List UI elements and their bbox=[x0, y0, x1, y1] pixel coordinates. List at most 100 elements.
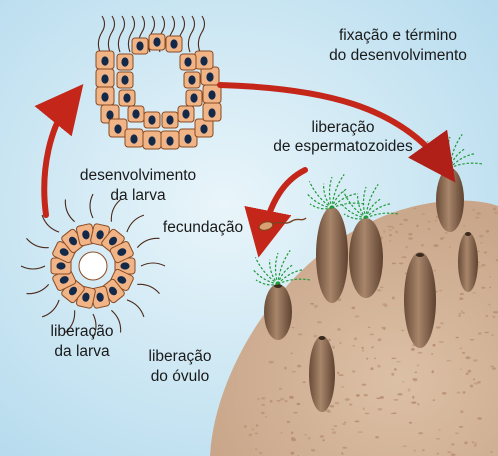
rock-speckle bbox=[462, 352, 465, 354]
rock-speckle bbox=[292, 327, 295, 328]
rock-speckle bbox=[378, 338, 382, 341]
label-larva-release-line2: da larva bbox=[54, 343, 110, 360]
rock-speckle bbox=[397, 393, 402, 395]
sponge-right bbox=[458, 232, 478, 292]
rock-speckle bbox=[477, 417, 482, 420]
rock-speckle bbox=[308, 437, 311, 440]
rock-speckle bbox=[377, 365, 380, 368]
larva-cell bbox=[178, 106, 194, 122]
rock-speckle bbox=[433, 244, 438, 247]
sponge-newly-fixed bbox=[436, 168, 464, 232]
rock-speckle bbox=[493, 208, 496, 211]
sponge-osculum bbox=[416, 253, 424, 257]
rock-speckle bbox=[285, 400, 288, 402]
larva-cell bbox=[144, 112, 160, 128]
rock-speckle bbox=[409, 422, 412, 424]
rock-speckle bbox=[417, 403, 419, 406]
rock-speckle bbox=[392, 227, 395, 229]
rock-speckle bbox=[460, 293, 464, 295]
rock-speckle bbox=[380, 396, 384, 399]
rock-speckle bbox=[458, 314, 460, 317]
rock-speckle bbox=[331, 429, 335, 430]
larva-cell bbox=[143, 131, 161, 149]
rock-speckle bbox=[440, 322, 444, 324]
rock-speckle bbox=[442, 392, 447, 395]
rock-speckle bbox=[249, 434, 253, 437]
label-egg-release-line1: liberação bbox=[149, 348, 212, 365]
rock-speckle bbox=[291, 353, 293, 355]
rock-speckle bbox=[304, 434, 307, 436]
rock-speckle bbox=[402, 445, 407, 447]
label-larva-development-line1: desenvolvimento bbox=[80, 167, 196, 184]
rock-speckle bbox=[362, 350, 364, 352]
rock-speckle bbox=[433, 344, 436, 347]
rock-speckle bbox=[414, 372, 417, 374]
rock-speckle bbox=[375, 436, 379, 438]
rock-speckle bbox=[408, 237, 413, 239]
rock-speckle bbox=[446, 360, 451, 361]
rock-speckle bbox=[291, 438, 296, 441]
rock-speckle bbox=[370, 367, 373, 370]
rock-speckle bbox=[421, 213, 425, 214]
rock-speckle bbox=[391, 373, 394, 376]
rock-speckle bbox=[292, 371, 297, 372]
rock-speckle bbox=[472, 441, 475, 444]
rock-speckle bbox=[261, 412, 265, 414]
rock-speckle bbox=[387, 226, 390, 227]
rock-speckle bbox=[472, 292, 476, 294]
rock-speckle bbox=[493, 316, 496, 318]
larva-cell bbox=[161, 131, 179, 149]
larva-cell bbox=[203, 103, 221, 121]
rock-speckle bbox=[435, 220, 437, 222]
rock-speckle bbox=[399, 223, 403, 225]
rock-speckle bbox=[394, 368, 397, 371]
rock-speckle bbox=[464, 441, 467, 444]
rock-speckle bbox=[365, 413, 370, 414]
rock-speckle bbox=[428, 228, 431, 230]
rock-speckle bbox=[377, 408, 382, 411]
rock-speckle bbox=[257, 398, 260, 400]
rock-speckle bbox=[297, 365, 301, 368]
rock-speckle bbox=[455, 337, 459, 339]
larva-cell bbox=[132, 38, 148, 54]
rock-speckle bbox=[330, 405, 334, 408]
rock-speckle bbox=[449, 247, 451, 248]
rock-speckle bbox=[475, 443, 477, 445]
rock-speckle bbox=[261, 404, 265, 406]
rock-speckle bbox=[473, 359, 478, 361]
rock-speckle bbox=[293, 412, 297, 413]
rock-speckle bbox=[403, 219, 408, 221]
label-egg-release-line2: do óvulo bbox=[151, 368, 210, 385]
rock-speckle bbox=[281, 432, 283, 434]
rock-speckle bbox=[394, 399, 399, 400]
label-sperm-release-line2: de espermatozoides bbox=[273, 138, 413, 155]
rock-speckle bbox=[460, 410, 463, 413]
larva-cell bbox=[117, 72, 133, 88]
rock-speckle bbox=[484, 332, 489, 333]
label-fertilization: fecundação bbox=[163, 219, 243, 236]
rock-speckle bbox=[256, 424, 258, 426]
rock-speckle bbox=[364, 394, 368, 396]
rock-speckle bbox=[451, 443, 454, 445]
rock-speckle bbox=[280, 398, 284, 401]
larva-cell bbox=[166, 36, 182, 52]
rock-speckle bbox=[434, 270, 436, 272]
rock-speckle bbox=[478, 332, 482, 335]
rock-speckle bbox=[414, 450, 416, 451]
rock-speckle bbox=[445, 232, 448, 233]
larva-cell bbox=[201, 67, 219, 85]
larva-cell bbox=[203, 85, 221, 103]
rock-speckle bbox=[392, 297, 395, 300]
rock-speckle bbox=[436, 438, 440, 439]
rock-speckle bbox=[339, 374, 344, 376]
rock-speckle bbox=[437, 453, 439, 455]
rock-speckle bbox=[457, 392, 461, 394]
label-larva-release-line1: liberação bbox=[51, 323, 114, 340]
rock-speckle bbox=[466, 372, 469, 375]
rock-speckle bbox=[287, 421, 291, 424]
rock-speckle bbox=[314, 335, 318, 338]
rock-speckle bbox=[431, 353, 433, 355]
sponge-tall-3 bbox=[404, 252, 436, 348]
rock-speckle bbox=[412, 378, 417, 380]
